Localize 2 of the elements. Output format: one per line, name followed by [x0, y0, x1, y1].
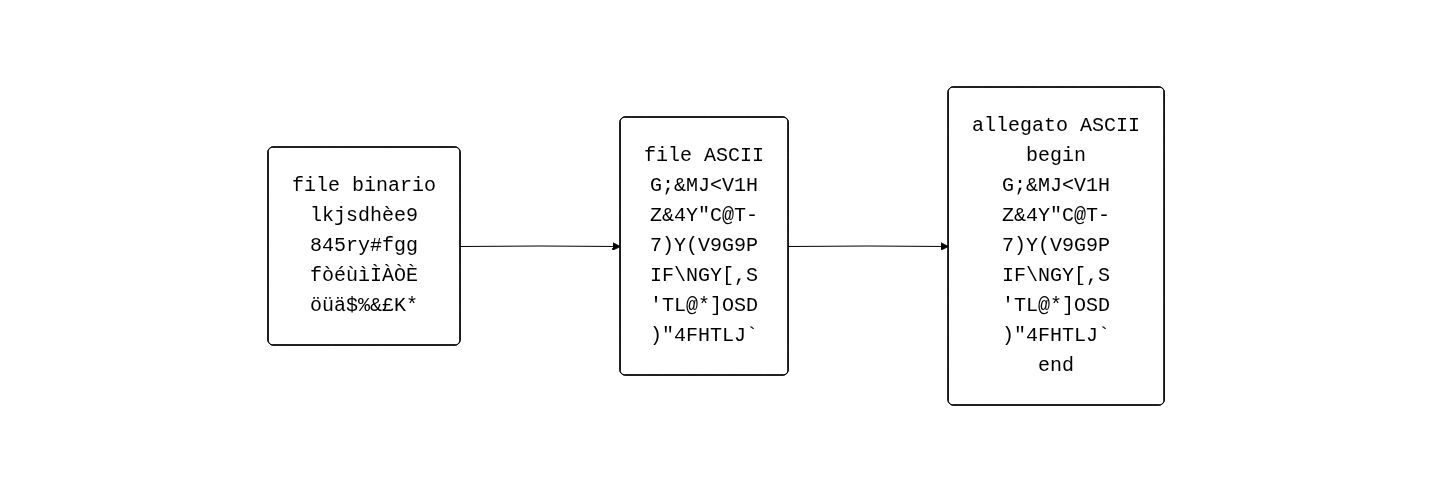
arrow	[460, 242, 621, 251]
arrow	[788, 242, 949, 251]
